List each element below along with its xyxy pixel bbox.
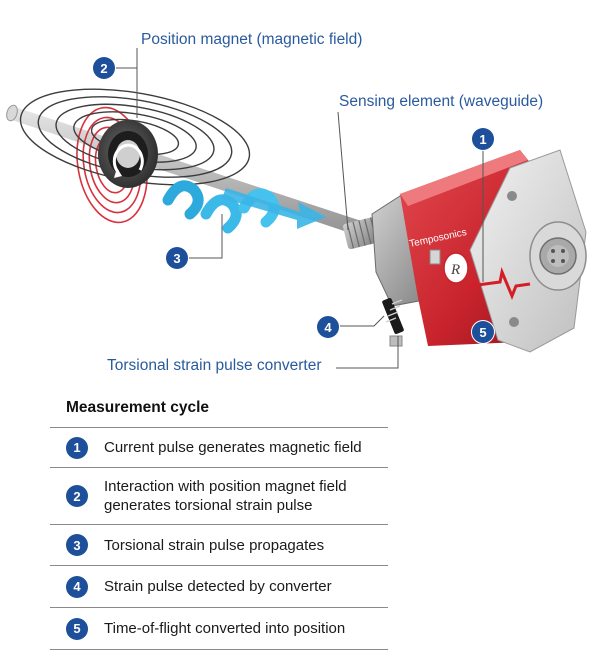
badge-5: 5 [472,321,494,343]
cycle-item: 1 Current pulse generates magnetic field [50,427,388,467]
cycle-title: Measurement cycle [66,399,210,416]
badge-2: 2 [93,57,115,79]
leader-lines [114,48,484,369]
cycle-text: Strain pulse detected by converter [104,578,332,595]
sensor-head: Temposonics R [342,149,587,353]
cycle-list: 1 Current pulse generates magnetic field… [50,427,388,650]
cycle-item: 5 Time-of-flight converted into position [50,607,388,650]
cycle-number: 5 [66,617,88,640]
cycle-item: 4 Strain pulse detected by converter [50,565,388,607]
sensor-illustration: Temposonics R [6,48,587,369]
cycle-number: 2 [66,485,88,507]
svg-text:R: R [450,262,460,278]
cycle-text: Current pulse generates magnetic field [104,439,362,456]
sensing-element-label: Sensing element (waveguide) [339,93,544,110]
badge-3: 3 [166,247,188,269]
cycle-text: Time-of-flight converted into position [104,620,346,637]
position-magnet-label: Position magnet (magnetic field) [141,31,363,48]
torsional-pulse [162,180,326,234]
cycle-number: 4 [66,575,88,598]
badge-1: 1 [472,128,494,150]
cycle-item: 2 Interaction with position magnet field… [50,467,388,524]
sensor-diagram: Temposonics R [6,31,587,374]
badge-4: 4 [317,316,339,338]
cycle-text: Torsional strain pulse propagates [104,536,325,554]
strain-converter-label: Torsional strain pulse converter [107,357,322,374]
position-magnet [98,120,158,188]
cycle-text: Interaction with position magnet field g… [104,478,347,514]
cycle-item: 3 Torsional strain pulse propagates [50,524,388,565]
cycle-number: 1 [66,436,88,459]
cycle-number: 3 [66,534,88,556]
